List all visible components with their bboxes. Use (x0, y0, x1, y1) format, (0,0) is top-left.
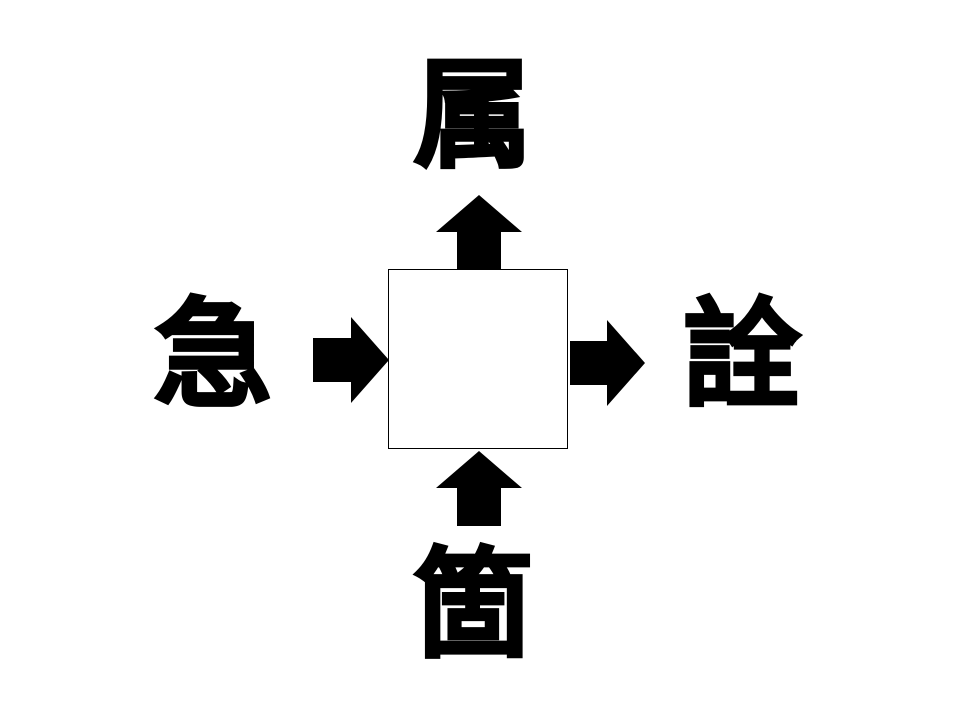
answer-box[interactable] (388, 269, 568, 449)
arrow-up-icon-bottom (436, 451, 522, 526)
kanji-bottom: 箇 (412, 536, 533, 674)
arrow-right-icon-left (313, 317, 389, 403)
arrow-right-icon-right (570, 320, 645, 406)
kanji-top: 属 (412, 46, 533, 184)
kanji-right: 詮 (681, 286, 802, 424)
kanji-left: 急 (152, 286, 273, 424)
arrow-up-icon (436, 195, 522, 270)
